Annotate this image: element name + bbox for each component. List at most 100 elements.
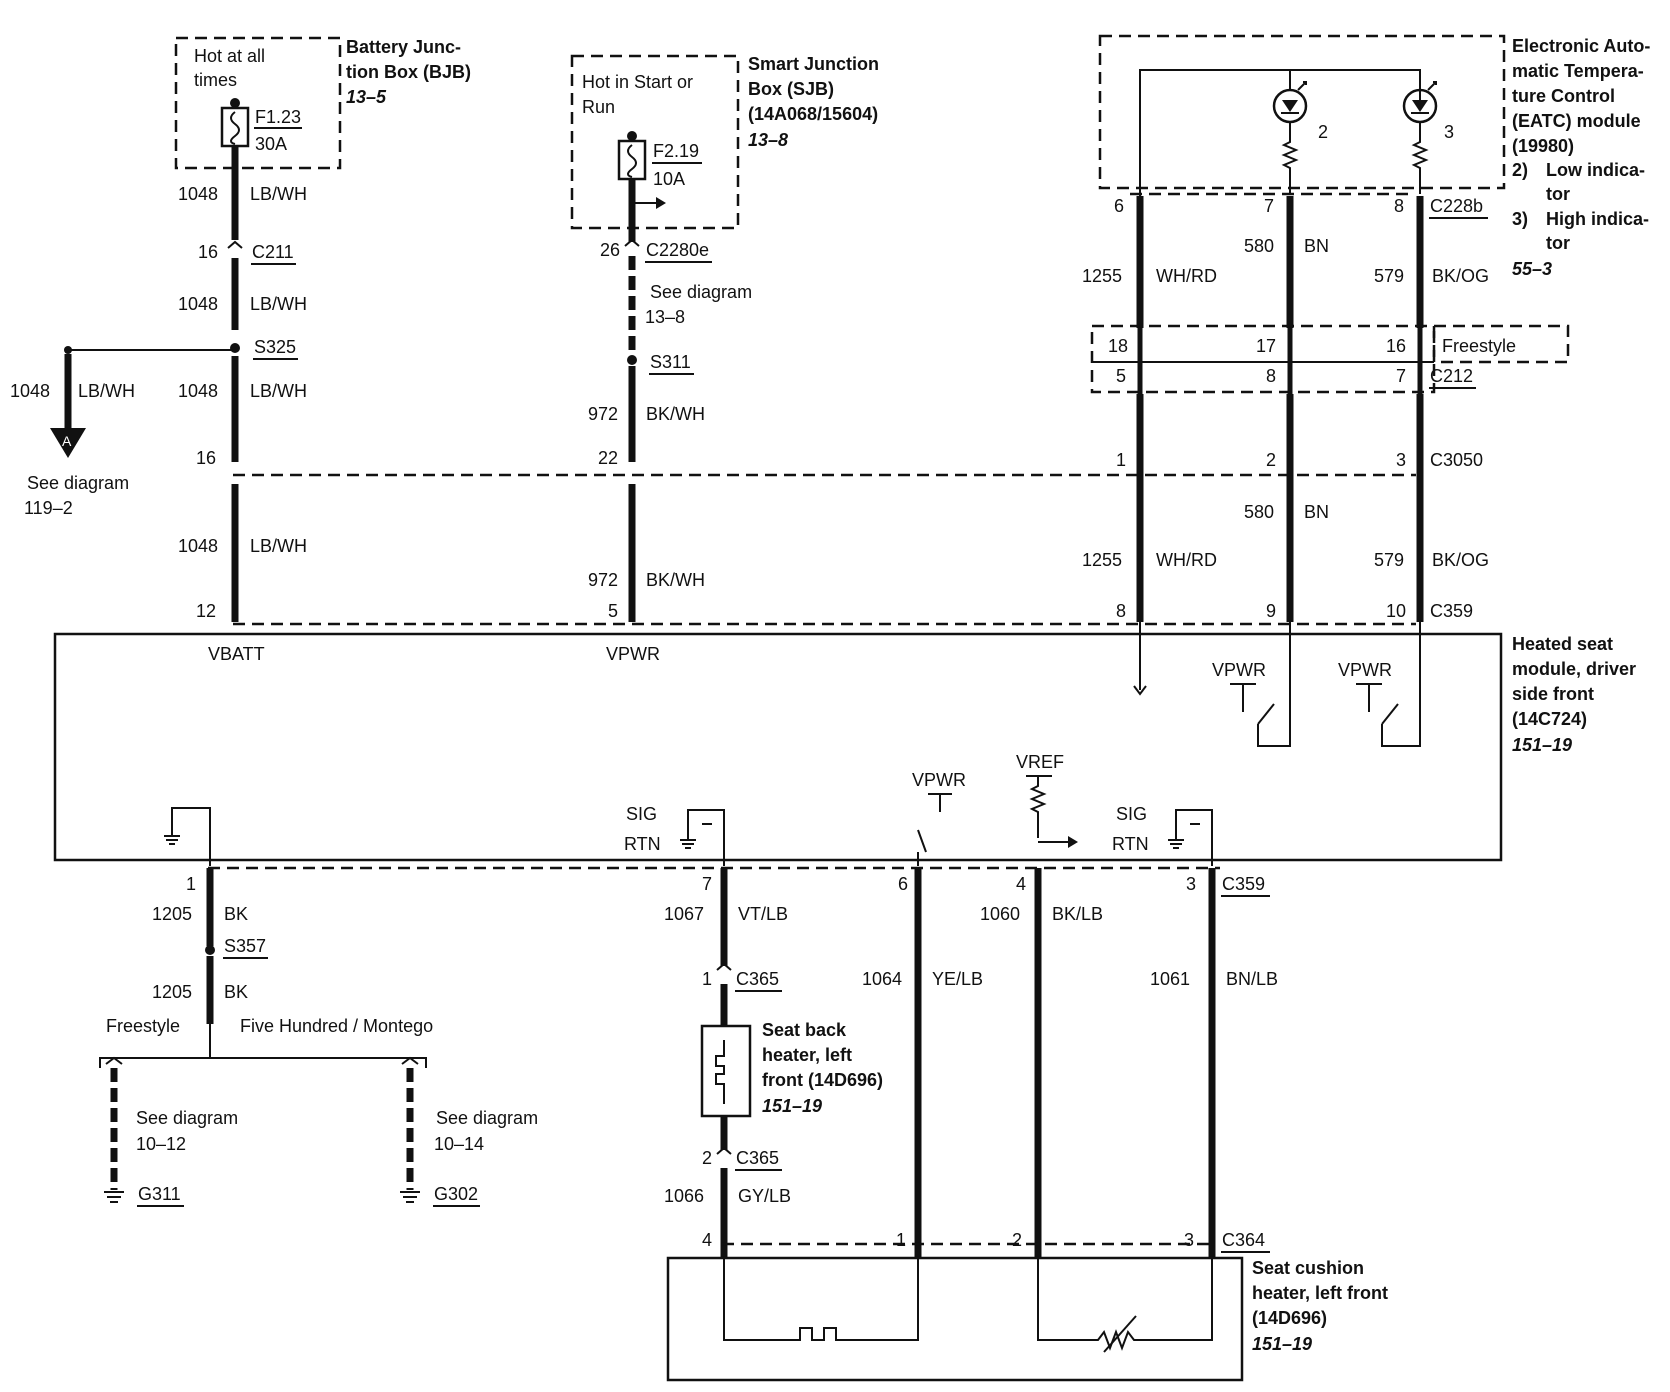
bjb-box-outline bbox=[174, 36, 342, 170]
pin-number: 2 bbox=[1266, 450, 1276, 470]
seatback-title-line3: front (14D696) bbox=[762, 1070, 883, 1090]
splice-s325: S325 bbox=[254, 337, 296, 357]
eatc-item2-text1: Low indica- bbox=[1546, 160, 1645, 180]
hsm-title-line2: module, driver bbox=[1512, 659, 1636, 679]
thermistor-slash bbox=[1103, 1315, 1137, 1353]
splice-dot bbox=[230, 343, 240, 353]
thermistor-icon bbox=[1037, 1258, 1213, 1351]
hsm-vbatt-label: VBATT bbox=[208, 644, 265, 664]
sjb-title-line3: (14A068/15604) bbox=[748, 104, 878, 124]
seatback-title-line2: heater, left bbox=[762, 1045, 852, 1065]
wire-color: YE/LB bbox=[932, 969, 983, 989]
eatc-title-line1: Electronic Auto- bbox=[1512, 36, 1650, 56]
hsm-title-line4: (14C724) bbox=[1512, 709, 1587, 729]
wire-color: LB/WH bbox=[250, 294, 307, 314]
hsm-vpwr-switch2-label: VPWR bbox=[1338, 660, 1392, 680]
connector-chevron bbox=[401, 1056, 419, 1065]
eatc-ref: 55–3 bbox=[1512, 259, 1552, 279]
option-split-bracket bbox=[99, 1057, 427, 1068]
option-fivehundred: Five Hundred / Montego bbox=[240, 1016, 433, 1036]
eatc-box-outline bbox=[1098, 34, 1506, 190]
bjb-fuse-id: F1.23 bbox=[255, 107, 301, 127]
sjb-title-line1: Smart Junction bbox=[748, 54, 879, 74]
cushion-box-outline bbox=[666, 1256, 1244, 1382]
connector-c365-top: C365 bbox=[736, 969, 779, 989]
pin-number: 16 bbox=[198, 242, 218, 262]
pin-number: 12 bbox=[196, 601, 216, 621]
splice-s311: S311 bbox=[650, 352, 691, 372]
connector-c359-bottom: C359 bbox=[1222, 874, 1265, 894]
wire-color: VT/LB bbox=[738, 904, 788, 924]
pin-number: 10 bbox=[1386, 601, 1406, 621]
ground-icon bbox=[1168, 839, 1184, 849]
hsm-sig1-label: SIG bbox=[626, 804, 657, 824]
eatc-item3-text2: tor bbox=[1546, 233, 1570, 253]
pin-number: 26 bbox=[600, 240, 620, 260]
hsm-vpwr-label: VPWR bbox=[606, 644, 660, 664]
pin-number: 3 bbox=[1184, 1230, 1194, 1250]
eatc-title-line4: (EATC) module bbox=[1512, 111, 1641, 131]
wire-color: BN bbox=[1304, 236, 1329, 256]
cushion-title-line2: heater, left front bbox=[1252, 1283, 1388, 1303]
led-emit-arrow bbox=[1297, 81, 1307, 91]
wire-number: 1255 bbox=[1082, 550, 1122, 570]
wire-1255-circuit: 1255 WH/RD 1255 WH/RD bbox=[1082, 196, 1217, 696]
wire-1205-circuit: 1205 BK S357 1205 BK Freestyle Five Hund… bbox=[99, 868, 538, 1207]
pin-number: 6 bbox=[1114, 196, 1124, 216]
connector-c211: C211 bbox=[252, 242, 294, 262]
connector-c359-bottom-group: 1 7 6 4 3 C359 bbox=[186, 874, 1270, 897]
ground-g302: G302 bbox=[434, 1184, 478, 1204]
connector-c364-group: 4 1 2 3 C364 bbox=[702, 1230, 1270, 1253]
pin-number: 7 bbox=[1396, 366, 1406, 386]
wire-1066-circuit: 2 C365 1066 GY/LB bbox=[664, 1116, 791, 1258]
ground-icon bbox=[164, 835, 180, 845]
wire-number: 1205 bbox=[152, 904, 192, 924]
connector-c3050: C3050 bbox=[1430, 450, 1483, 470]
wire-579-circuit: 579 BK/OG 579 BK/OG bbox=[1374, 196, 1489, 747]
pin-number: 1 bbox=[1116, 450, 1126, 470]
led-diode-shape bbox=[1412, 100, 1428, 112]
wire-number: 1048 bbox=[178, 536, 218, 556]
connector-c228b: C228b bbox=[1430, 196, 1483, 216]
pin-number: 4 bbox=[702, 1230, 712, 1250]
hsm-title-line3: side front bbox=[1512, 684, 1594, 704]
arrow-right-icon bbox=[1068, 836, 1078, 848]
wire-1061-circuit: 1061 BN/LB bbox=[1150, 868, 1278, 1258]
wire-number: 580 bbox=[1244, 236, 1274, 256]
pin-number: 8 bbox=[1266, 366, 1276, 386]
hsm-rtn1-label: RTN bbox=[624, 834, 661, 854]
pin-number: 9 bbox=[1266, 601, 1276, 621]
wire-color: BK/OG bbox=[1432, 550, 1489, 570]
resistor-icon bbox=[1029, 776, 1047, 838]
pin-number: 22 bbox=[598, 448, 618, 468]
bjb-bus-dot bbox=[230, 98, 240, 108]
wire-color: WH/RD bbox=[1156, 550, 1217, 570]
sjb-box-outline bbox=[570, 54, 740, 230]
wire-color: GY/LB bbox=[738, 1186, 791, 1206]
sjb-title-line2: Box (SJB) bbox=[748, 79, 834, 99]
wire-color: LB/WH bbox=[250, 184, 307, 204]
sjb-fuse-id: F2.19 bbox=[653, 141, 699, 161]
wire-1064-circuit: 1064 YE/LB bbox=[862, 868, 983, 1258]
hsm-title-line1: Heated seat bbox=[1512, 634, 1613, 654]
pin-number: 5 bbox=[1116, 366, 1126, 386]
resistor-icon bbox=[1411, 122, 1429, 194]
internal-ground-lead bbox=[171, 807, 211, 866]
pin-number: 6 bbox=[898, 874, 908, 894]
bjb-fuse-amps: 30A bbox=[255, 134, 287, 154]
arrow-down-icon bbox=[50, 428, 86, 458]
branch-to-diagram-119: A 1048 LB/WH See diagram 119–2 bbox=[10, 346, 235, 518]
wire-number: 1060 bbox=[980, 904, 1020, 924]
battery-junction-box: Hot at all times F1.23 30A Battery Junc-… bbox=[174, 36, 471, 170]
wire-color: LB/WH bbox=[250, 381, 307, 401]
connector-c228b-group: 6 7 8 C228b bbox=[1114, 192, 1488, 219]
wire-number: 1066 bbox=[664, 1186, 704, 1206]
cushion-title-line3: (14D696) bbox=[1252, 1308, 1327, 1328]
wire-color: BK bbox=[224, 904, 248, 924]
wire-internal-lead bbox=[1257, 622, 1291, 747]
wire-number: 1064 bbox=[862, 969, 902, 989]
seat-back-heater: Seat back heater, left front (14D696) 15… bbox=[700, 1020, 883, 1118]
see-diagram-ref: 10–12 bbox=[136, 1134, 186, 1154]
freestyle-option-outline bbox=[1090, 324, 1436, 394]
eatc-item3-text1: High indica- bbox=[1546, 209, 1649, 229]
